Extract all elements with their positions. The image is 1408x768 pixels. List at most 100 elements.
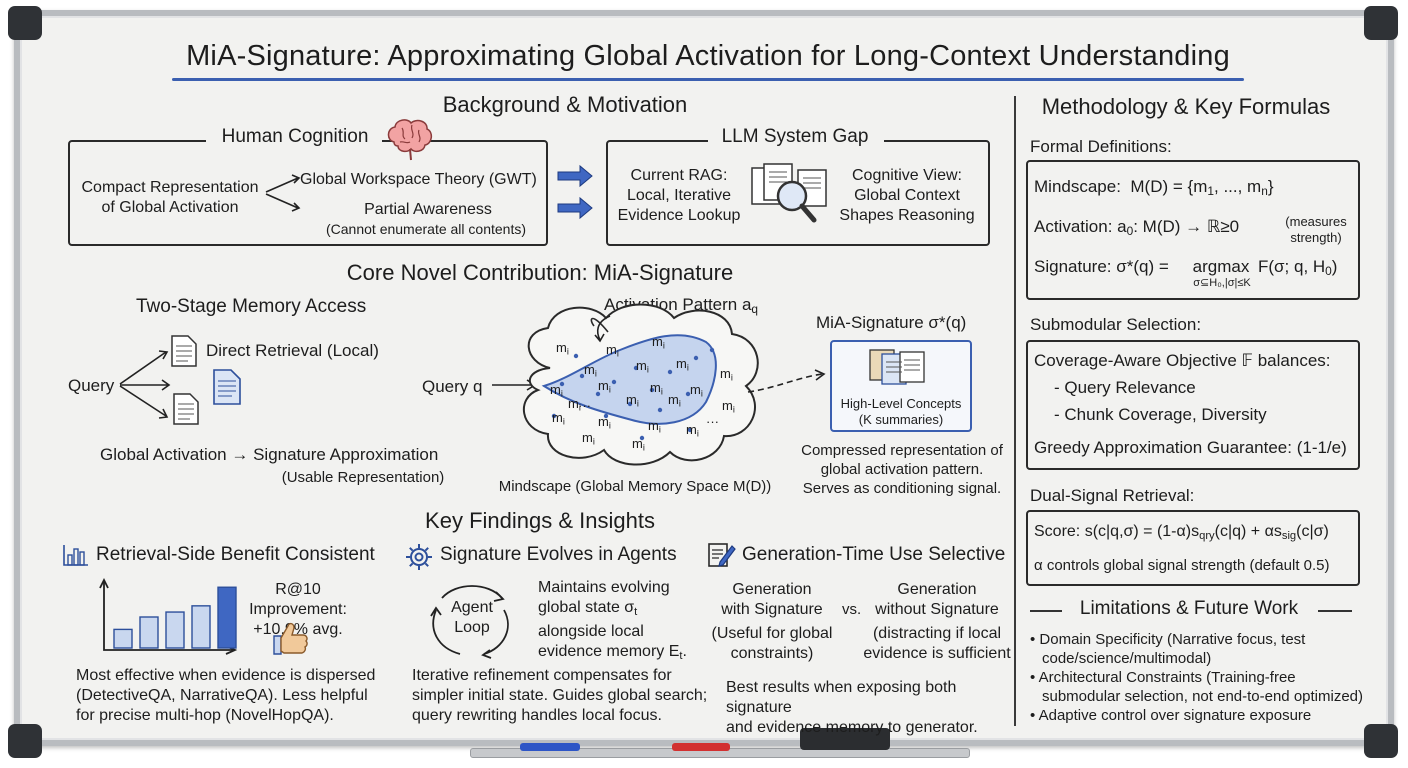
- gap-arrows: [557, 164, 593, 220]
- signature-objective: F(σ; q, H0): [1258, 257, 1338, 278]
- memory-node-label: mi: [606, 342, 619, 359]
- query-q-label: Query q: [422, 377, 483, 396]
- memory-node-label: mi: [652, 334, 665, 351]
- generation-with-signature: Generation with Signature (Useful for gl…: [711, 581, 833, 662]
- gear-icon: [404, 542, 434, 577]
- gwt-text: Global Workspace Theory (GWT): [300, 171, 537, 188]
- bar: [165, 611, 185, 649]
- partial-awareness-note: (Cannot enumerate all contents): [326, 221, 526, 237]
- memory-node-label: mi: [676, 356, 689, 373]
- document-magnifier-icon: [748, 162, 832, 241]
- memory-node-label: mi: [568, 396, 581, 413]
- compressed-representation-text: Compressed representation of global acti…: [801, 442, 1003, 497]
- ellipsis: ···: [706, 414, 719, 429]
- memory-node-label: mi: [686, 422, 699, 439]
- retrieval-note: Most effective when evidence is disperse…: [76, 667, 376, 724]
- list-item: • Adaptive control over signature exposu…: [1030, 707, 1312, 724]
- r10-improvement-text: R@10 Improvement: +10.9% avg.: [249, 581, 347, 638]
- human-cognition-heading: Human Cognition: [221, 126, 369, 147]
- methodology-heading: Methodology & Key Formulas: [1041, 94, 1331, 119]
- memory-node-label: mi: [668, 392, 681, 409]
- title-underline: [172, 78, 1244, 81]
- bar-chart-icon: [62, 543, 90, 572]
- board-corner: [8, 724, 42, 758]
- retrieval-benefit-heading: Retrieval-Side Benefit Consistent: [96, 544, 375, 565]
- score-formula: Score: s(c|q,σ) = (1-α)sqry(c|q) + αssig…: [1034, 523, 1329, 542]
- memory-node-label: mi: [584, 362, 597, 379]
- edit-note-icon: [706, 540, 736, 575]
- mindscape-formula: Mindscape: M(D) = {m1, ..., mn}: [1034, 177, 1274, 198]
- core-heading: Core Novel Contribution: MiA-Signature: [346, 260, 734, 285]
- list-item: • Architectural Constraints (Training-fr…: [1030, 669, 1296, 686]
- partial-awareness-text: Partial Awareness: [364, 201, 492, 218]
- alpha-note: α controls global signal strength (defau…: [1034, 557, 1330, 574]
- mia-signature-label: MiA-Signature σ*(q): [816, 313, 967, 332]
- documents-stack-icon: [866, 346, 932, 395]
- column-divider: [1014, 96, 1016, 726]
- document-icon: [212, 368, 242, 411]
- dual-signal-heading: Dual-Signal Retrieval:: [1030, 486, 1195, 505]
- thumbs-up-icon: [270, 620, 310, 661]
- usable-representation-text: (Usable Representation): [281, 469, 445, 486]
- activation-formula: Activation: a0: M(D) → ℝ≥0: [1034, 217, 1240, 238]
- versus-label: vs.: [842, 601, 862, 618]
- highlight-bar: [217, 586, 237, 649]
- generation-heading: Generation-Time Use Selective: [742, 544, 1006, 565]
- submodular-text: Coverage-Aware Objective 𝔽 balances: - Q…: [1034, 351, 1347, 457]
- memory-node-label: mi: [582, 430, 595, 447]
- agents-note: Iterative refinement compensates for sim…: [412, 667, 708, 724]
- document-icon: [170, 334, 198, 373]
- cognitive-view-text: Cognitive View: Global Context Shapes Re…: [839, 167, 975, 224]
- high-level-concepts-text: High-Level Concepts (K summaries): [840, 396, 962, 427]
- memory-node-label: mi: [636, 358, 649, 375]
- direct-retrieval-text: Direct Retrieval (Local): [206, 341, 379, 360]
- generation-without-signature: Generation without Signature (distractin…: [863, 581, 1011, 662]
- agent-loop-arrows: [430, 585, 509, 659]
- background-heading: Background & Motivation: [442, 92, 688, 117]
- activation-note: (measures strength): [1285, 214, 1347, 245]
- compact-representation-text: Compact Representation of Global Activat…: [81, 179, 259, 216]
- current-rag-text: Current RAG: Local, Iterative Evidence L…: [617, 167, 741, 224]
- memory-node-label: mi: [720, 366, 733, 383]
- board-corner: [1364, 724, 1398, 758]
- eraser: [800, 728, 890, 750]
- submodular-box: [1026, 340, 1360, 470]
- dual-signal-box: [1026, 510, 1360, 586]
- formal-definitions-heading: Formal Definitions:: [1030, 137, 1172, 156]
- ellipsis: ···: [578, 398, 591, 413]
- signature-arrow: [747, 369, 826, 393]
- mindscape-caption: Mindscape (Global Memory Space M(D)): [498, 478, 772, 495]
- board-corner: [8, 6, 42, 40]
- page-title: MiA-Signature: Approximating Global Acti…: [186, 40, 1230, 72]
- memory-node-label: mi: [632, 436, 645, 453]
- activation-pointer-arrow: [594, 315, 611, 343]
- memory-node-label: mi: [550, 382, 563, 399]
- llm-gap-heading: LLM System Gap: [721, 126, 869, 147]
- memory-node-label: mi: [690, 382, 703, 399]
- memory-node-label: mi: [556, 340, 569, 357]
- global-activation-text: Global Activation → Signature Approximat…: [100, 445, 439, 464]
- query-label: Query: [68, 376, 115, 395]
- limitations-list: • Domain Specificity (Narrative focus, t…: [1030, 630, 1370, 725]
- red-marker: [672, 743, 730, 751]
- agent-state-text: Maintains evolving global state σt along…: [538, 579, 687, 662]
- memory-node-label: mi: [598, 414, 611, 431]
- blue-marker: [520, 743, 580, 751]
- branch-arrows: [265, 174, 301, 212]
- list-item: • Domain Specificity (Narrative focus, t…: [1030, 631, 1306, 648]
- bar: [191, 605, 211, 649]
- agent-loop-label: Agent Loop: [451, 599, 493, 636]
- agents-heading: Signature Evolves in Agents: [440, 544, 677, 565]
- memory-node-label: mi: [598, 378, 611, 395]
- two-stage-heading: Two-Stage Memory Access: [136, 296, 367, 317]
- list-item: code/science/multimodal): [1042, 650, 1212, 667]
- query-fan-arrows: [119, 350, 171, 419]
- bar: [113, 628, 133, 649]
- improvement-bar-chart: [99, 578, 238, 655]
- memory-node-label: mi: [648, 418, 661, 435]
- formal-definitions-box: [1026, 160, 1360, 300]
- signature-formula: Signature: σ*(q) =: [1034, 257, 1169, 276]
- generation-note: Best results when exposing both signatur…: [726, 679, 978, 736]
- memory-node-label: mi: [722, 398, 735, 415]
- findings-heading: Key Findings & Insights: [425, 508, 655, 533]
